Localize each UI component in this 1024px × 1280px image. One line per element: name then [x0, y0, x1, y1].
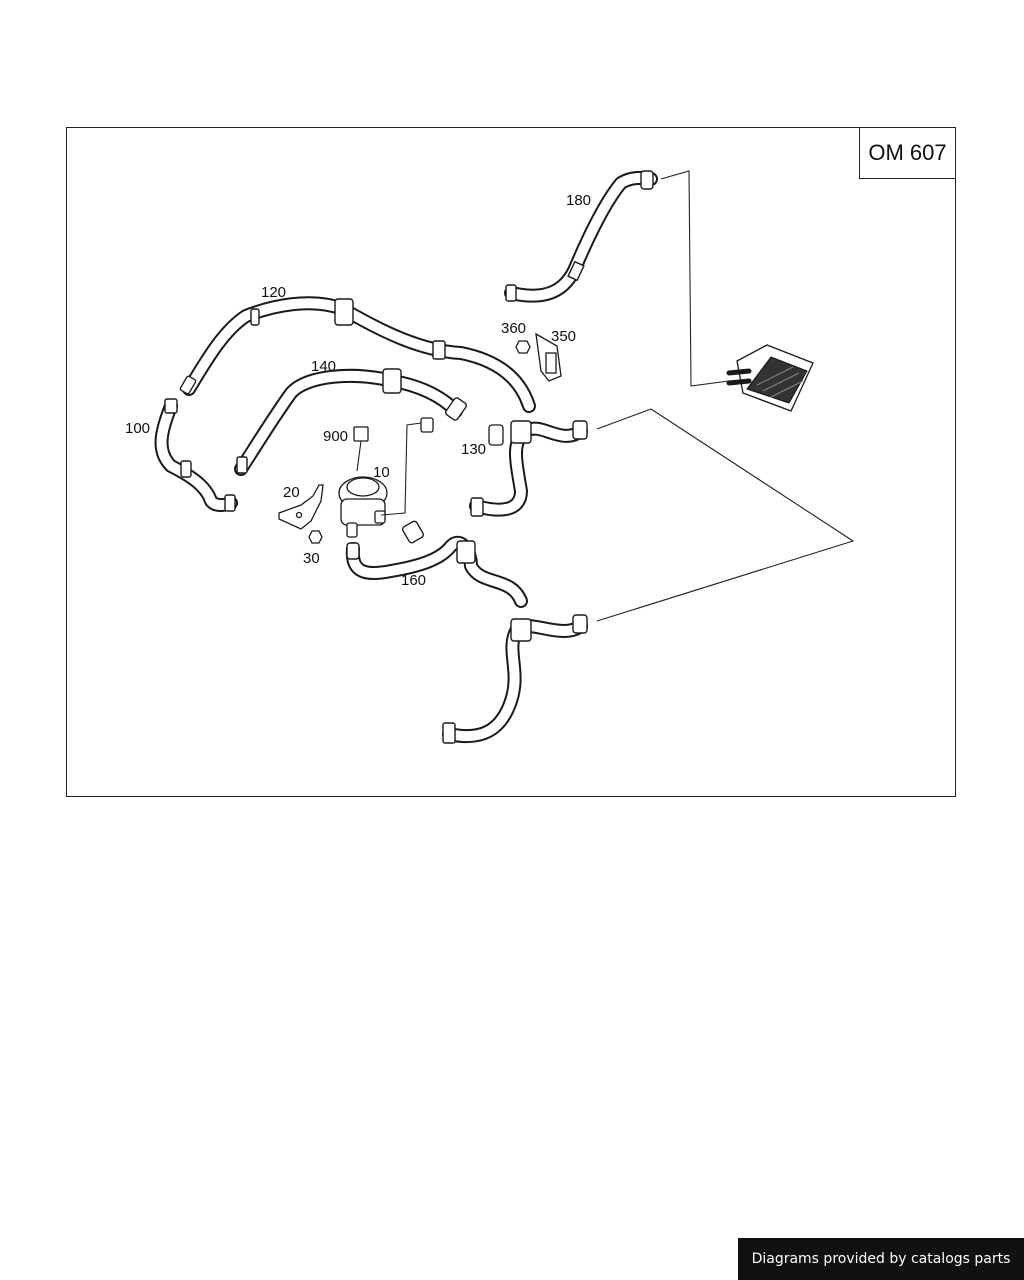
callout-180: 180	[566, 192, 591, 209]
bracket-350[interactable]	[535, 332, 562, 382]
callout-30: 30	[303, 550, 320, 567]
callout-10: 10	[373, 464, 390, 481]
callout-160: 160	[401, 572, 426, 589]
callout-140: 140	[311, 358, 336, 375]
diagram-frame: 180 120 360 350 140 100 900 130 10 20 30…	[66, 127, 956, 797]
leader-lines	[380, 170, 855, 622]
callout-120: 120	[261, 284, 286, 301]
footer-banner: Diagrams provided by catalogs parts	[738, 1238, 1024, 1280]
callout-360: 360	[501, 320, 526, 337]
hose-140[interactable]	[234, 368, 467, 476]
callout-130: 130	[461, 441, 486, 458]
hose-160[interactable]	[345, 520, 528, 608]
hose-180[interactable]	[504, 170, 658, 303]
callout-labels: 180 120 360 350 140 100 900 130 10 20 30…	[125, 192, 591, 589]
nut-30[interactable]	[308, 530, 323, 544]
bracket-20[interactable]	[278, 484, 324, 530]
hose-heater-upper[interactable]	[469, 420, 588, 517]
callout-900: 900	[323, 428, 348, 445]
heater-core[interactable]	[726, 344, 814, 412]
hose-100[interactable]	[154, 398, 238, 513]
callout-20: 20	[283, 484, 300, 501]
nut-360[interactable]	[515, 340, 531, 354]
engine-model-label: OM 607	[859, 127, 956, 179]
connector-130[interactable]	[420, 417, 504, 446]
water-pump-10[interactable]	[338, 476, 388, 538]
connector-900[interactable]	[353, 426, 369, 472]
hose-120[interactable]	[179, 296, 536, 413]
callout-100: 100	[125, 420, 150, 437]
parts-diagram: 180 120 360 350 140 100 900 130 10 20 30…	[125, 170, 855, 744]
hose-heater-lower[interactable]	[442, 614, 588, 744]
callout-350: 350	[551, 328, 576, 345]
